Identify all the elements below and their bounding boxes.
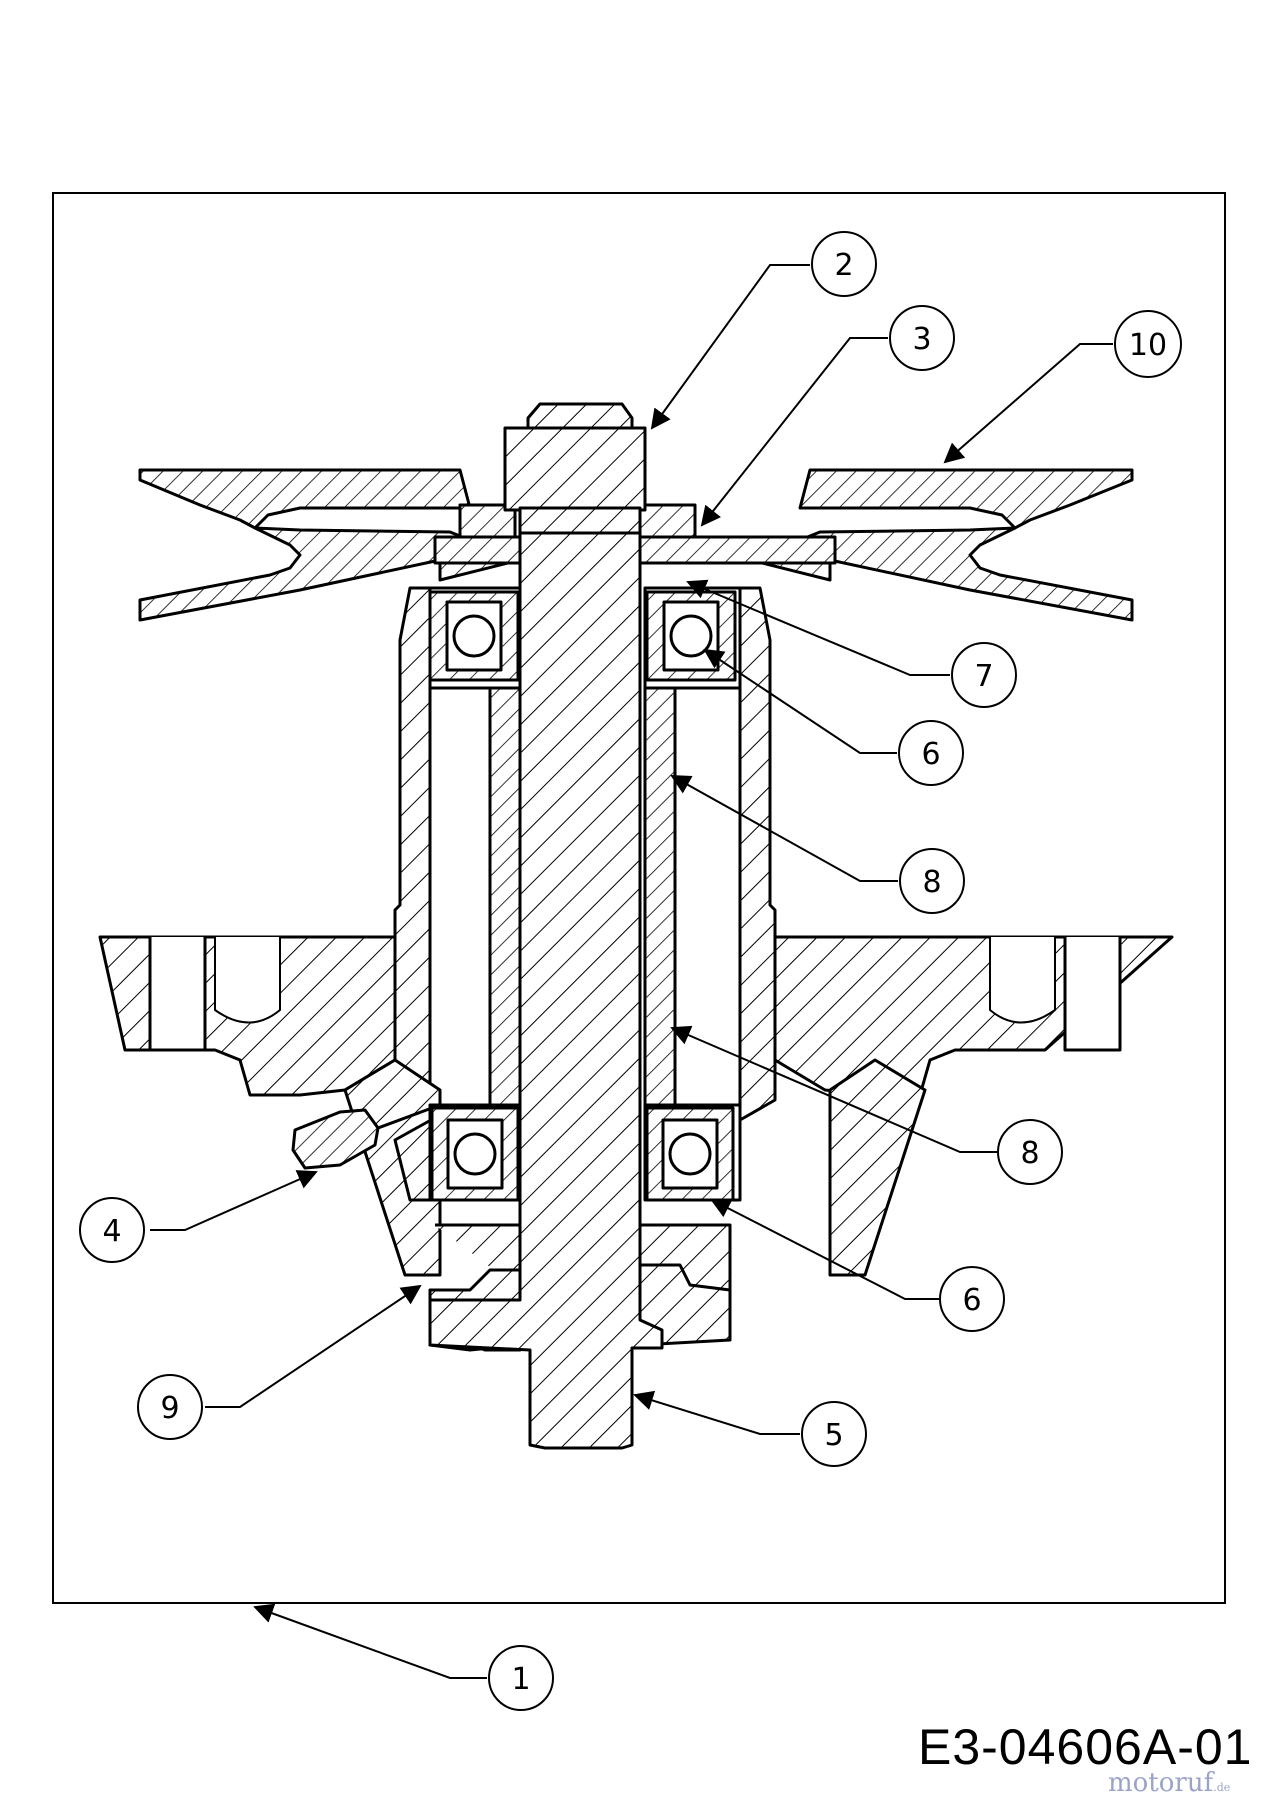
pulley-upper-flange bbox=[138, 468, 472, 530]
svg-text:8: 8 bbox=[922, 865, 941, 900]
watermark: motoruf.de bbox=[1108, 1768, 1230, 1798]
svg-text:2: 2 bbox=[834, 248, 853, 283]
svg-text:6: 6 bbox=[962, 1283, 981, 1318]
watermark-suffix: .de bbox=[1213, 1781, 1231, 1794]
upper-bearing-right bbox=[645, 590, 737, 682]
svg-text:1: 1 bbox=[511, 1662, 530, 1697]
svg-text:7: 7 bbox=[974, 659, 993, 694]
spacer-tube-left bbox=[488, 686, 522, 1107]
svg-text:3: 3 bbox=[912, 322, 931, 357]
callout-10: 10 bbox=[1114, 310, 1182, 378]
spacer-tube-right bbox=[643, 686, 677, 1107]
svg-text:4: 4 bbox=[102, 1214, 121, 1249]
callout-4: 4 bbox=[79, 1197, 145, 1263]
upper-bearing-left bbox=[428, 590, 520, 682]
housing-skirt-right bbox=[828, 1058, 927, 1277]
watermark-brand: motoruf bbox=[1108, 1768, 1214, 1798]
svg-text:9: 9 bbox=[160, 1391, 179, 1426]
callout-8a: 8 bbox=[899, 848, 965, 914]
leader-lines bbox=[150, 264, 1113, 1679]
svg-text:8: 8 bbox=[1020, 1136, 1039, 1171]
spindle-cross-section bbox=[98, 402, 1174, 1450]
callout-6a: 6 bbox=[898, 720, 964, 786]
grease-fitting bbox=[291, 1103, 441, 1170]
lower-bearing-right bbox=[645, 1106, 735, 1202]
shaft-nut bbox=[503, 426, 647, 512]
callout-7: 7 bbox=[951, 642, 1017, 708]
svg-text:6: 6 bbox=[921, 737, 940, 772]
assembly-frame bbox=[52, 192, 1226, 1604]
callout-9: 9 bbox=[137, 1374, 203, 1440]
callout-5: 5 bbox=[801, 1401, 867, 1467]
svg-text:10: 10 bbox=[1129, 328, 1167, 363]
document-number: E3-04606A-01 bbox=[918, 1719, 1253, 1775]
lower-bearing-left bbox=[430, 1106, 520, 1202]
callout-2: 2 bbox=[811, 231, 877, 297]
callout-1: 1 bbox=[488, 1645, 554, 1711]
callout-8b: 8 bbox=[997, 1119, 1063, 1185]
housing-tower bbox=[393, 586, 432, 1122]
svg-text:5: 5 bbox=[824, 1418, 843, 1453]
callout-3: 3 bbox=[889, 305, 955, 371]
callout-6b: 6 bbox=[939, 1266, 1005, 1332]
